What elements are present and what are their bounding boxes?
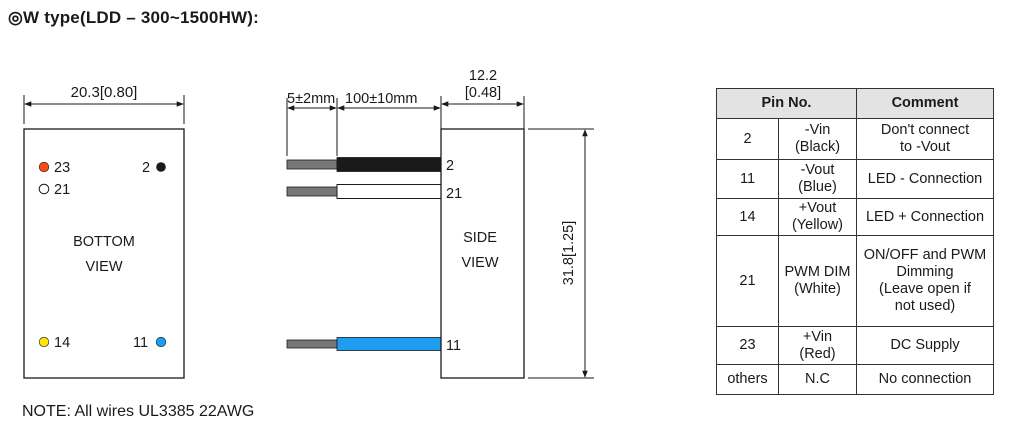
pin-11-label: 11: [133, 335, 148, 351]
side-width-dim-b: [0.48]: [465, 85, 501, 101]
table-header-pin: Pin No.: [716, 88, 857, 119]
side-view: 5±2mm 100±10mm 12.2 [0.48] 2 21 11 SIDE …: [286, 68, 594, 379]
wire-21-stripped: [286, 186, 338, 197]
wire-11-stripped: [286, 339, 338, 349]
pin-14-label: 14: [54, 335, 70, 351]
bottom-width-dim: 20.3[0.80]: [71, 84, 138, 101]
pin-2-label: 2: [142, 160, 150, 176]
wire-length-dim: 100±10mm: [345, 91, 417, 107]
bottom-view: 20.3[0.80] 23 21 2 BOTTOM VIEW 14 11: [23, 84, 185, 379]
mechanical-drawing: 20.3[0.80] 23 21 2 BOTTOM VIEW 14 11 5±2…: [23, 68, 594, 379]
wire-21: [336, 184, 442, 199]
comment-cell: LED - Connection: [856, 159, 994, 199]
side-width-dim-a: 12.2: [469, 68, 497, 84]
wire-2: [336, 157, 442, 172]
wire-11: [336, 337, 442, 351]
table-row: 14 +Vout(Yellow) LED + Connection: [716, 198, 994, 236]
function-cell: +Vin(Red): [778, 326, 857, 365]
pin-11-dot: [155, 336, 167, 348]
comment-cell: No connection: [856, 364, 994, 395]
pin-table: Pin No. Comment 2 -Vin(Black) Don't conn…: [716, 88, 994, 395]
pin-cell: 2: [716, 118, 779, 160]
pin-23-dot: [38, 161, 50, 173]
table-row: 23 +Vin(Red) DC Supply: [716, 326, 994, 365]
table-row: 11 -Vout(Blue) LED - Connection: [716, 159, 994, 199]
function-cell: N.C: [778, 364, 857, 395]
wire-11-pin: 11: [446, 338, 461, 354]
wire-note: NOTE: All wires UL3385 22AWG: [22, 403, 255, 420]
side-view-label-1: SIDE: [463, 230, 497, 246]
wire-2-pin: 2: [446, 158, 454, 174]
function-cell: -Vin(Black): [778, 118, 857, 160]
page-title: ◎W type(LDD – 300~1500HW):: [8, 8, 260, 27]
pin-23-label: 23: [54, 160, 70, 176]
table-row: others N.C No connection: [716, 364, 994, 395]
wire-2-stripped: [286, 159, 338, 170]
function-cell: -Vout(Blue): [778, 159, 857, 199]
side-view-outline: [440, 128, 525, 379]
bottom-view-outline: [23, 128, 185, 379]
function-cell: PWM DIM(White): [778, 235, 857, 327]
table-header-comment: Comment: [856, 88, 994, 119]
pin-14-dot: [38, 336, 50, 348]
pin-cell: others: [716, 364, 779, 395]
pin-cell: 21: [716, 235, 779, 327]
bottom-view-label-1: BOTTOM: [73, 234, 135, 250]
function-cell: +Vout(Yellow): [778, 198, 857, 236]
wire-21-pin: 21: [446, 186, 462, 202]
pin-2-dot: [156, 162, 166, 172]
comment-cell: DC Supply: [856, 326, 994, 365]
height-dim: 31.8[1.25]: [561, 221, 577, 286]
comment-cell: LED + Connection: [856, 198, 994, 236]
pin-cell: 14: [716, 198, 779, 236]
side-view-label-2: VIEW: [461, 255, 498, 271]
pin-cell: 11: [716, 159, 779, 199]
table-header-row: Pin No. Comment: [716, 88, 994, 119]
strip-dim: 5±2mm: [287, 91, 335, 107]
pin-21-label: 21: [54, 182, 70, 198]
pin-21-dot: [38, 183, 50, 195]
bottom-view-label-2: VIEW: [85, 259, 122, 275]
pin-cell: 23: [716, 326, 779, 365]
